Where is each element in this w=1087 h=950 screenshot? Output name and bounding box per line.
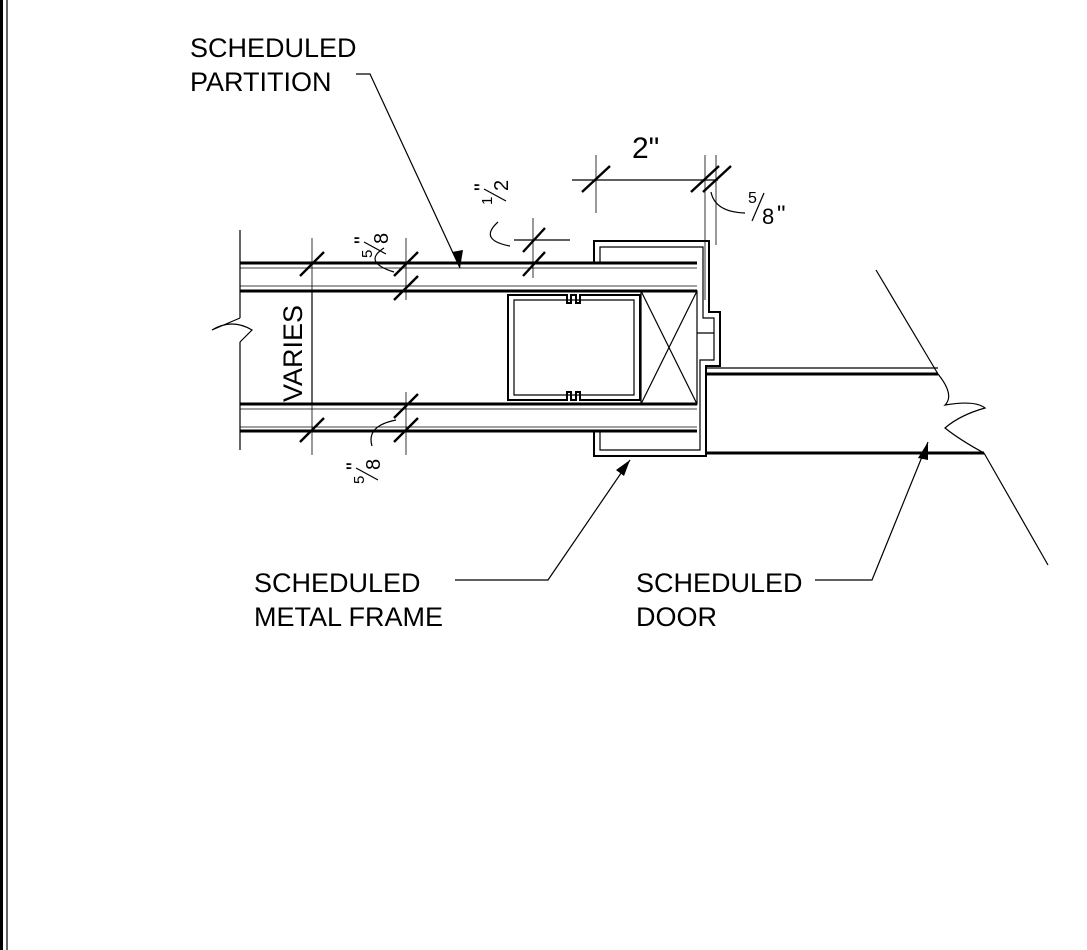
metal-stud: [507, 294, 641, 401]
gwb-top-fraction: 5 8 ": [350, 233, 393, 258]
dimension-bottom-gwb: [299, 392, 419, 455]
metal-frame-label: SCHEDULED METAL FRAME: [254, 566, 443, 634]
svg-text:5: 5: [748, 190, 757, 207]
dimension-top-gwb: [299, 238, 419, 301]
svg-text:8: 8: [762, 204, 774, 229]
svg-text:5: 5: [351, 476, 368, 484]
metal-frame: [593, 240, 721, 457]
svg-text:": ": [470, 183, 495, 191]
metal-frame-label-line1: SCHEDULED: [254, 568, 421, 598]
svg-text:": ": [350, 236, 375, 244]
door-label-line1: SCHEDULED: [636, 568, 803, 598]
partition-label: SCHEDULED PARTITION: [190, 31, 357, 99]
wood-blocking: [640, 290, 698, 405]
frame-return-fraction: 5 8 ": [748, 190, 786, 229]
svg-text:": ": [777, 201, 786, 228]
stud-depth-varies-text: VARIES: [278, 305, 308, 402]
top-gypsum-board: [240, 261, 697, 293]
door-swing-lines: [875, 269, 1049, 566]
svg-text:1: 1: [479, 197, 496, 205]
door-label: SCHEDULED DOOR: [636, 566, 803, 634]
door-label-line2: DOOR: [636, 602, 717, 632]
sheet-border: [0, 0, 8, 950]
shim-fraction: 1 2 ": [470, 180, 513, 205]
svg-text:2: 2: [491, 180, 513, 191]
svg-text:8: 8: [363, 459, 385, 470]
dimension-2in: [572, 155, 746, 300]
partition-label-line1: SCHEDULED: [190, 33, 357, 63]
dimension-half-in: [489, 218, 570, 278]
metal-frame-label-line2: METAL FRAME: [254, 602, 444, 632]
bottom-gypsum-board: [240, 402, 697, 433]
partition-label-line2: PARTITION: [190, 67, 332, 97]
leader-lines: [356, 73, 929, 581]
svg-text:5: 5: [359, 250, 376, 258]
door-leaf: [705, 367, 987, 455]
svg-text:": ": [342, 462, 367, 470]
svg-text:8: 8: [371, 233, 393, 244]
gwb-bottom-fraction: 5 8 ": [342, 459, 385, 484]
overall-width-text: 2": [632, 132, 659, 165]
